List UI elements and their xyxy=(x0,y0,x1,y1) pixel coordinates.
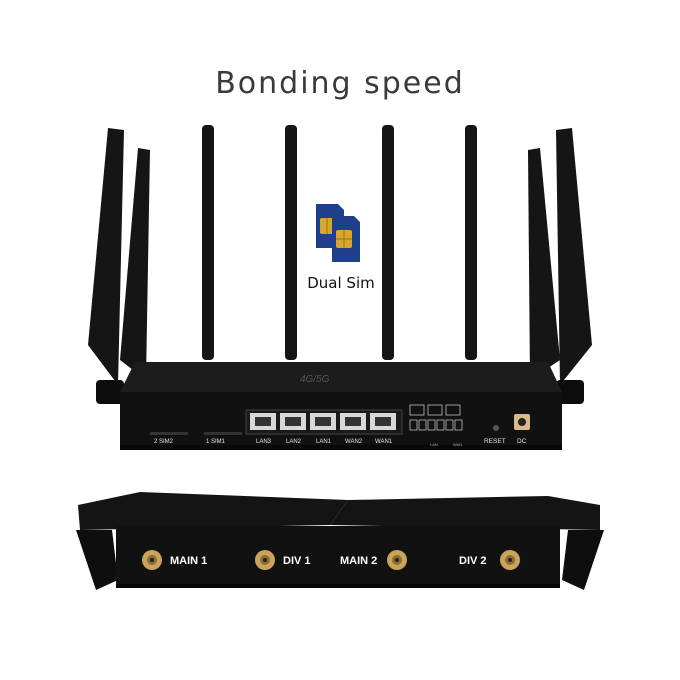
port-label-wan2: WAN2 xyxy=(345,439,363,445)
reset-button xyxy=(493,425,499,431)
antenna-label-main2: MAIN 2 xyxy=(340,555,377,567)
dual-sim-caption: Dual Sim xyxy=(307,274,375,292)
antenna-1 xyxy=(202,125,214,360)
antenna-connectors xyxy=(142,550,520,570)
antenna-left-outer xyxy=(88,128,124,385)
page-title: Bonding speed xyxy=(215,66,465,101)
antenna-left-inner xyxy=(120,148,150,380)
antenna-joint-right xyxy=(556,380,584,404)
antenna-right-inner xyxy=(528,148,560,380)
antennas xyxy=(88,125,592,385)
antenna-joint-left xyxy=(96,380,124,404)
reset-label: RESET xyxy=(484,438,506,445)
ethernet-ports: LAN3 LAN2 LAN1 WAN2 WAN1 xyxy=(245,409,403,445)
antenna-4 xyxy=(465,125,477,360)
antenna-3 xyxy=(382,125,394,360)
antenna-label-main1: MAIN 1 xyxy=(170,555,207,567)
port-label-wan1: WAN1 xyxy=(375,439,393,445)
sim2-slot-label: 2 SIM2 xyxy=(154,439,174,445)
folded-antenna-right xyxy=(330,496,600,530)
router-back xyxy=(76,492,604,590)
port-label-lan2: LAN2 xyxy=(286,439,302,445)
sim-slots: 2 SIM2 1 SIM1 xyxy=(150,432,242,445)
led-label-lan: LAN xyxy=(430,442,438,447)
antenna-2 xyxy=(285,125,297,360)
port-label-lan3: LAN3 xyxy=(256,439,272,445)
dc-label: DC xyxy=(517,438,527,445)
antenna-right-outer xyxy=(556,128,592,385)
router-front: 4G/5G xyxy=(120,362,562,450)
led-indicators xyxy=(409,404,463,431)
antenna-label-div2: DIV 2 xyxy=(459,555,487,567)
sim1-slot-label: 1 SIM1 xyxy=(206,439,226,445)
folded-antenna-left xyxy=(78,492,348,530)
port-label-lan1: LAN1 xyxy=(316,439,332,445)
antenna-label-div1: DIV 1 xyxy=(283,555,311,567)
brand-logo: 4G/5G xyxy=(300,374,330,385)
led-label-wan: WAN xyxy=(453,442,462,447)
dual-sim-icon xyxy=(316,204,360,262)
